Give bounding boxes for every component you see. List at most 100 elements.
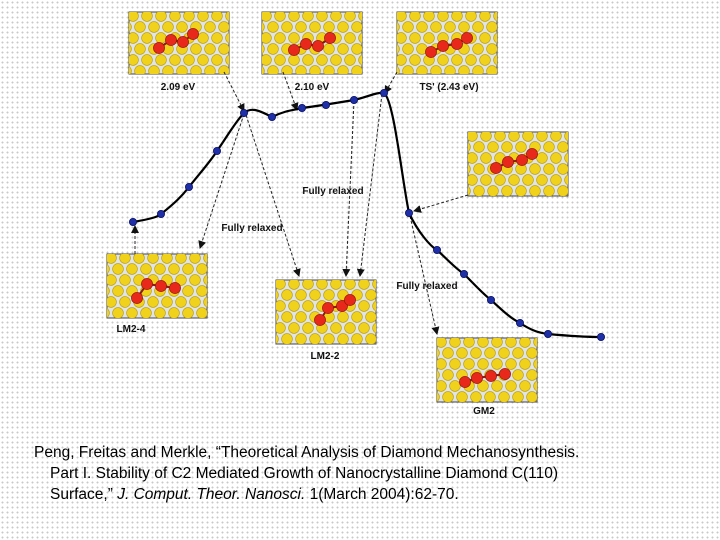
surface-atom [175, 254, 187, 264]
surface-atom [337, 65, 349, 74]
surface-atom [182, 307, 194, 318]
surface-atom [519, 358, 531, 370]
surface-atom [423, 12, 435, 22]
surface-atom [480, 77, 491, 88]
surface-atom [484, 391, 496, 402]
surface-atom [536, 174, 548, 186]
surface-atom [529, 163, 541, 175]
surface-atom [119, 254, 131, 264]
surface-atom [486, 21, 497, 33]
surface-atom [519, 338, 531, 348]
surface-atom [267, 65, 279, 74]
surface-atom [479, 54, 491, 66]
surface-atom [487, 141, 499, 153]
surface-atom [148, 319, 159, 330]
surface-atom [442, 391, 454, 402]
surface-atom [112, 285, 124, 297]
surface-atom [261, 323, 272, 334]
surface-atom [491, 380, 503, 392]
surface-atom [281, 65, 293, 74]
surface-atom [533, 358, 537, 370]
surface-atom [526, 391, 537, 402]
surface-atom [463, 358, 475, 370]
surface-atom [337, 43, 349, 55]
surface-atom [473, 141, 485, 153]
surface-atom [359, 345, 370, 356]
surface-atom [520, 403, 531, 414]
surface-atom [493, 32, 497, 44]
surface-atom [397, 66, 400, 74]
surface-atom [358, 12, 362, 22]
surface-atom [486, 43, 497, 55]
surface-atom [550, 132, 562, 142]
dimer-atom [312, 40, 324, 52]
surface-atom [190, 43, 202, 55]
curve-point [267, 113, 276, 122]
surface-atom [470, 347, 482, 359]
surface-atom [129, 54, 139, 66]
curve-point [184, 182, 193, 191]
surface-atom [345, 345, 356, 356]
surface-atom [261, 301, 272, 312]
surface-atom [572, 186, 583, 197]
curve-point [212, 146, 221, 155]
surface-atom [366, 44, 377, 55]
surface-atom [274, 54, 286, 66]
surface-atom [114, 33, 125, 44]
surface-atom [468, 164, 471, 174]
surface-atom [536, 132, 548, 142]
surface-atom [203, 254, 207, 264]
surface-atom [501, 22, 512, 33]
surface-atom [402, 65, 414, 74]
surface-atom [468, 174, 478, 186]
surface-atom [358, 280, 370, 290]
surface-atom [162, 319, 173, 330]
surface-atom [437, 348, 440, 358]
surface-atom [190, 319, 201, 330]
surface-atom [380, 290, 391, 301]
surface-atom [473, 185, 485, 196]
surface-atom [372, 300, 376, 312]
surface-atom [309, 289, 321, 301]
surface-atom [198, 77, 209, 88]
surface-atom [106, 319, 117, 330]
surface-atom [155, 32, 167, 44]
surface-atom [141, 54, 153, 66]
surface-atom [572, 142, 583, 153]
panel-2.10 [247, 11, 377, 75]
citation-line-1: Peng, Freitas and Merkle, “Theoretical A… [34, 444, 580, 461]
surface-atom [316, 54, 328, 66]
surface-atom [468, 132, 478, 142]
surface-atom [515, 185, 527, 196]
surface-atom [126, 263, 138, 275]
surface-atom [133, 254, 145, 264]
surface-atom [247, 33, 258, 44]
surface-atom [351, 311, 363, 323]
surface-atom [323, 65, 335, 74]
surface-atom [437, 358, 447, 370]
surface-atom [479, 32, 491, 44]
surface-atom [189, 254, 201, 264]
surface-atom [373, 345, 384, 356]
surface-atom [114, 55, 125, 66]
surface-atom [437, 338, 447, 348]
surface-atom [211, 308, 222, 319]
surface-atom [233, 22, 244, 33]
surface-atom [92, 319, 103, 330]
surface-atom [168, 307, 180, 318]
surface-atom [365, 333, 376, 344]
surface-atom [169, 12, 181, 22]
surface-atom [276, 280, 286, 290]
surface-atom [495, 197, 506, 208]
surface-atom [467, 197, 478, 208]
surface-atom [436, 403, 447, 414]
surface-atom [281, 289, 293, 301]
surface-atom [295, 311, 307, 323]
dimer-atom [471, 372, 483, 384]
surface-atom [168, 263, 180, 275]
surface-atom [536, 152, 548, 164]
surface-atom [380, 312, 391, 323]
surface-atom [147, 254, 159, 264]
surface-atom [508, 174, 520, 186]
dimer-atom [165, 34, 177, 46]
